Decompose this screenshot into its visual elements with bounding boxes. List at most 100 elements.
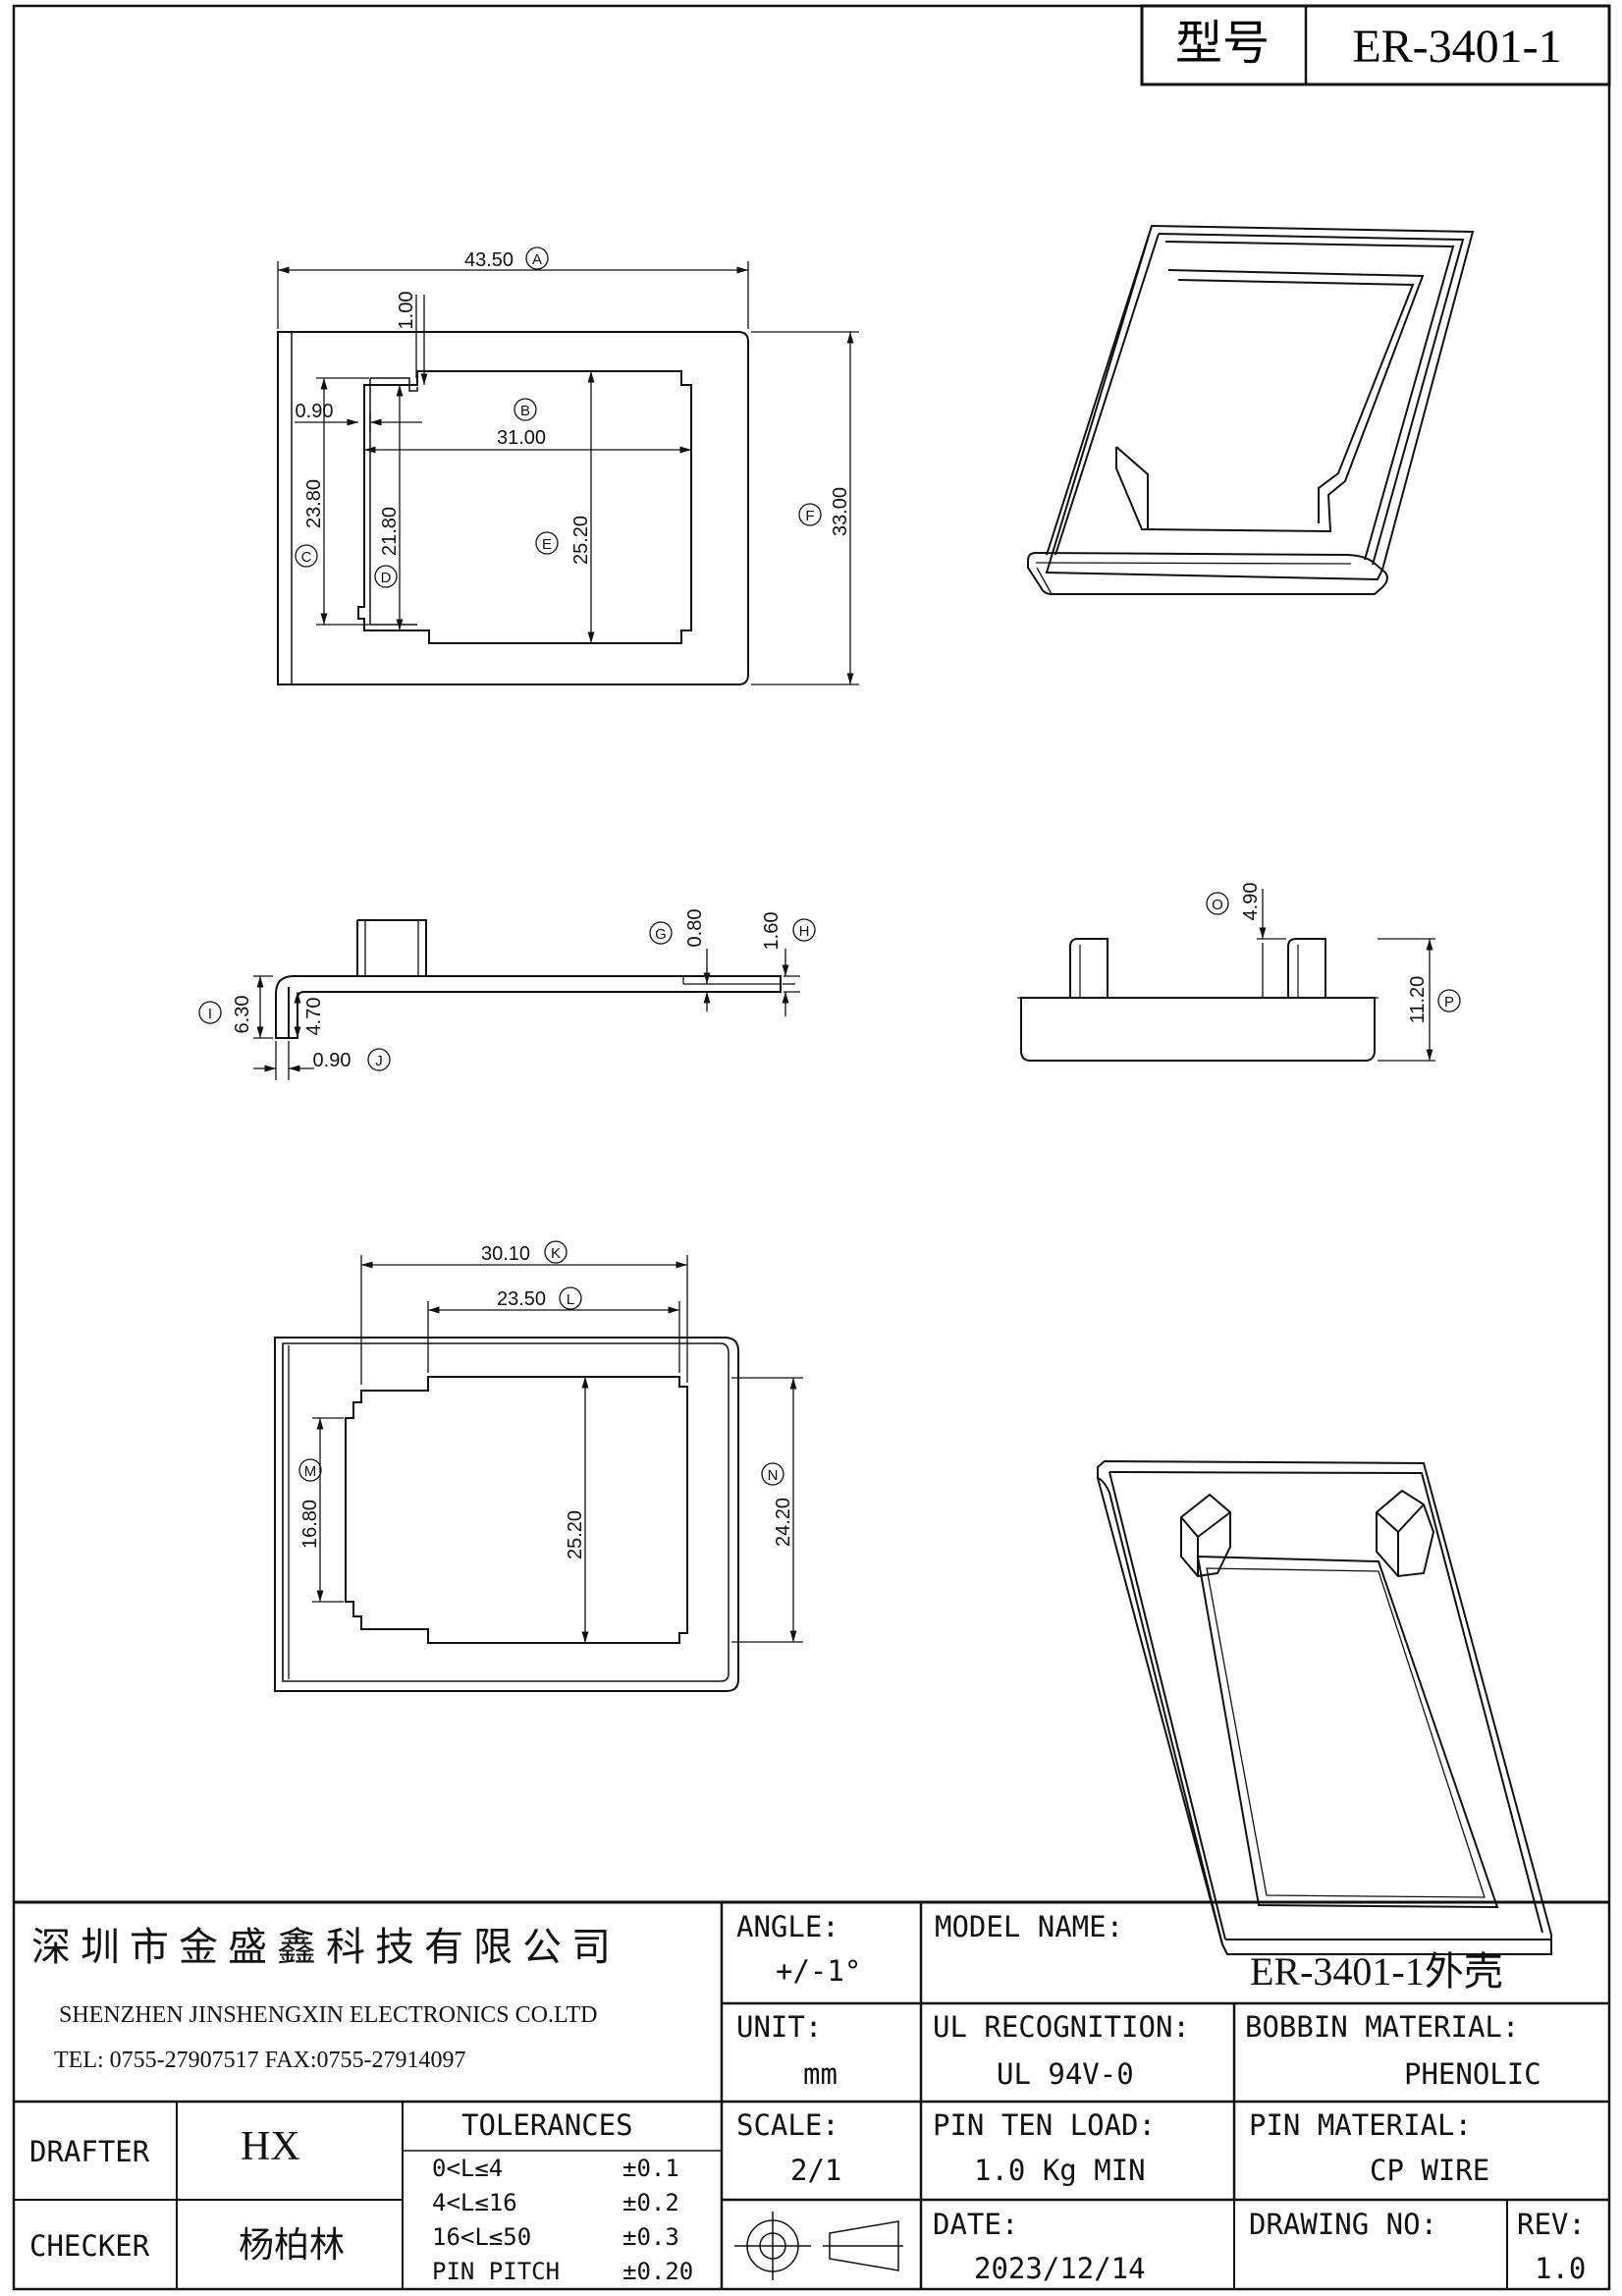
front-view (1017, 938, 1379, 1062)
model-label: 型号 (1175, 18, 1270, 70)
dim-E-letter: E (542, 536, 552, 553)
dim-I-value: 6.30 (232, 996, 253, 1034)
dim-F-letter: F (805, 508, 814, 524)
dim-M-value: 16.80 (299, 1500, 321, 1549)
pin-mat-label: PIN MATERIAL: (1249, 2108, 1472, 2142)
top-view-window (357, 370, 692, 644)
tol-range-3: 16<L≤50 (432, 2223, 532, 2251)
pin-ten-label: PIN TEN LOAD: (933, 2108, 1156, 2142)
unit-value: mm (803, 2057, 838, 2091)
front-view-body (1020, 997, 1376, 1062)
dim-F-value: 33.00 (830, 487, 851, 536)
top-view-dimensions (277, 261, 859, 685)
front-view-pin-right (1287, 938, 1326, 998)
angle-value: +/-1° (776, 1954, 862, 1988)
iso-view-top (1027, 224, 1475, 595)
date-label: DATE: (933, 2208, 1019, 2241)
bottom-view-window (345, 1376, 688, 1644)
tol-range-2: 4<L≤16 (432, 2189, 517, 2216)
dim-N-value: 24.20 (773, 1498, 794, 1547)
dim-A-letter: A (532, 251, 542, 268)
drafter-label: DRAFTER (29, 2135, 150, 2168)
projection-symbol (734, 2212, 903, 2280)
bobbin-value: PHENOLIC (1404, 2057, 1541, 2091)
tol-value-1: ±0.1 (622, 2155, 679, 2182)
dim-G-value: 0.80 (684, 909, 706, 948)
checker-value: 杨柏林 (239, 2225, 346, 2265)
side-view-dimensions (253, 949, 800, 1080)
dim-K-value: 30.10 (481, 1243, 530, 1265)
iso-view-bottom (1097, 1459, 1552, 1955)
rev-label: REV: (1517, 2208, 1586, 2241)
checker-label: CHECKER (29, 2229, 150, 2263)
dim-D-letter: D (381, 570, 392, 586)
scale-value: 2/1 (790, 2154, 842, 2187)
dim-C-value: 23.80 (303, 479, 325, 528)
top-view-outline (277, 331, 749, 685)
ul-label: UL RECOGNITION: (933, 2010, 1190, 2044)
front-view-dimensions (1257, 889, 1435, 1062)
dim-A-value: 43.50 (464, 249, 514, 271)
top-view (277, 331, 749, 685)
bottom-view (274, 1337, 739, 1692)
dim-C-letter: C (301, 549, 312, 566)
date-value: 2023/12/14 (974, 2252, 1146, 2285)
tolerances-label: TOLERANCES (461, 2108, 633, 2142)
drafter-value: HX (241, 2124, 300, 2169)
dim-100-value: 1.00 (396, 292, 417, 330)
side-view-profile (275, 975, 782, 1039)
dim-B-letter: B (520, 403, 530, 419)
dim-E2-value: 25.20 (565, 1510, 586, 1559)
front-view-labels: O 4.90 11.20 P (1206, 883, 1461, 1024)
iso-bottom-pin-left (1180, 1493, 1231, 1578)
dim-B-value: 31.00 (497, 427, 546, 449)
dim-H-letter: H (799, 923, 810, 940)
drawing-no-label: DRAWING NO: (1249, 2208, 1438, 2241)
model-header: 型号 ER-3401-1 (1140, 4, 1611, 86)
angle-label: ANGLE: (736, 1910, 839, 1943)
top-view-labels: 43.50 A 31.00 B 23.80 C 21.80 D 25.20 E … (295, 246, 851, 588)
dim-N-letter: N (768, 1467, 779, 1484)
bottom-view-labels: 30.10 K 23.50 L M 16.80 25.20 N 24.20 (298, 1240, 794, 1559)
bobbin-label: BOBBIN MATERIAL: (1245, 2010, 1520, 2044)
scale-label: SCALE: (736, 2108, 839, 2142)
dim-D-value: 21.80 (379, 507, 401, 556)
dim-J-letter: J (375, 1053, 383, 1069)
model-name-label: MODEL NAME: (935, 1910, 1124, 1943)
dim-J-value: 0.90 (313, 1050, 351, 1071)
iso-top-front-face (1027, 551, 1388, 595)
dim-G-letter: G (655, 926, 667, 943)
rev-value: 1.0 (1535, 2252, 1587, 2285)
dim-O-letter: O (1212, 897, 1223, 913)
dim-L-letter: L (567, 1291, 574, 1308)
dim-P-letter: P (1444, 994, 1454, 1011)
tol-value-2: ±0.2 (622, 2189, 679, 2216)
tol-value-3: ±0.3 (622, 2223, 679, 2251)
tol-range-4: PIN PITCH (432, 2258, 561, 2285)
dim-P-value: 11.20 (1407, 976, 1429, 1024)
dim-470-value: 4.70 (303, 998, 325, 1036)
tel-fax: TEL: 0755-27907517 FAX:0755-27914097 (54, 2048, 466, 2073)
iso-bottom-pin-right (1376, 1489, 1435, 1578)
side-view-labels: G 0.80 1.60 H I 6.30 4.70 0.90 J (198, 909, 816, 1071)
model-name-value: ER-3401-1外壳 (1250, 1949, 1503, 1994)
dim-K-letter: K (551, 1245, 561, 1262)
tol-range-1: 0<L≤4 (432, 2155, 504, 2182)
company-cn: 深 圳 市 金 盛 鑫 科 技 有 限 公 司 (31, 1925, 611, 1969)
dim-E-value: 25.20 (570, 516, 592, 565)
side-view-pin (356, 919, 427, 976)
bottom-view-outline (274, 1337, 739, 1692)
dim-I-letter: I (208, 1006, 212, 1022)
ul-value: UL 94V-0 (997, 2057, 1134, 2091)
dim-H-value: 1.60 (761, 912, 783, 951)
title-block-grid (14, 1900, 1609, 2289)
model-value: ER-3401-1 (1352, 21, 1561, 73)
pin-mat-value: CP WIRE (1370, 2154, 1490, 2187)
front-view-pin-left (1069, 938, 1108, 998)
unit-label: UNIT: (736, 2010, 823, 2044)
tol-value-4: ±0.20 (622, 2258, 694, 2285)
company-en: SHENZHEN JINSHENGXIN ELECTRONICS CO.LTD (59, 2002, 598, 2028)
dim-O-value: 4.90 (1240, 883, 1262, 921)
sheet-border (12, 4, 1611, 2291)
